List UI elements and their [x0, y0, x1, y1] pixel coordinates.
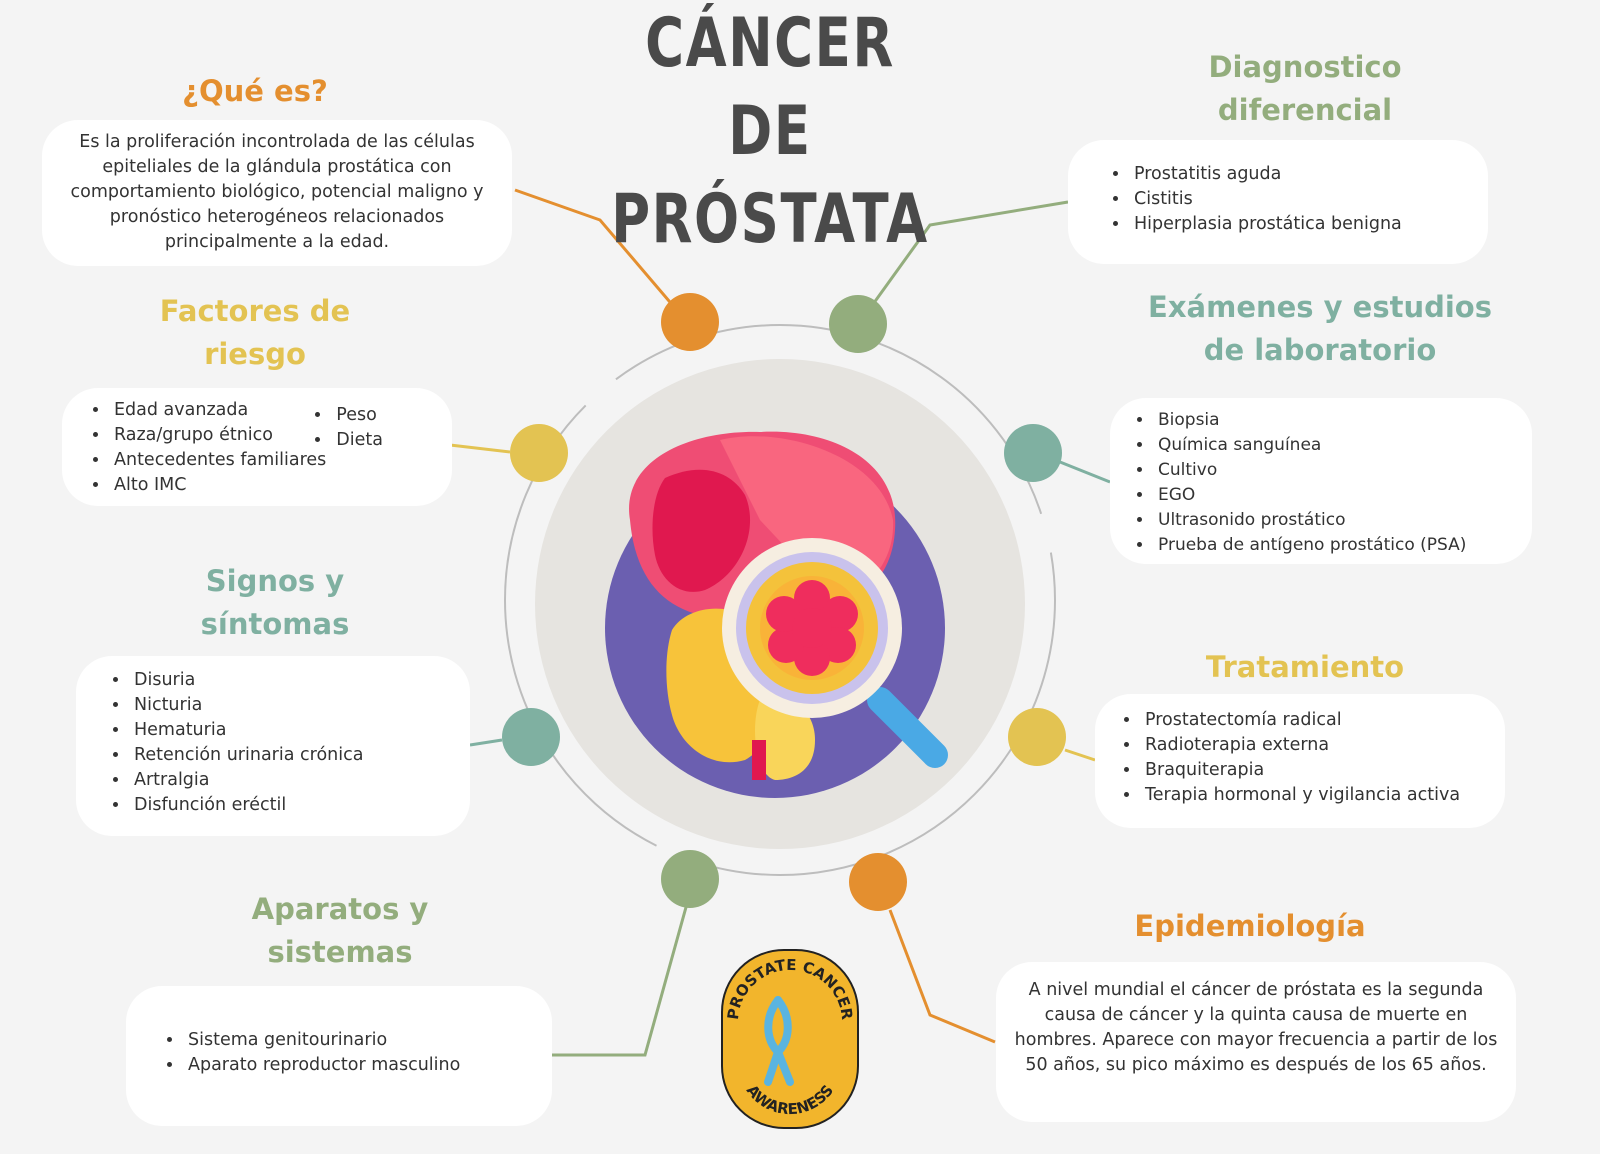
connector-diagnostico — [856, 200, 1069, 326]
list-item: Sistema genitourinario — [184, 1028, 542, 1053]
examenes-title: Exámenes y estudios de laboratorio — [1148, 290, 1492, 367]
diagnostico-title: Diagnostico diferencial — [1208, 50, 1402, 127]
signos-list: Disuria Nicturia Hematuria Retención uri… — [108, 668, 460, 818]
node-tratamiento — [1008, 708, 1066, 766]
list-item: Prostatitis aguda — [1130, 162, 1478, 187]
prostate-illustration-icon — [629, 431, 948, 780]
list-item: Edad avanzada — [110, 398, 326, 423]
list-item: Ultrasonido prostático — [1154, 508, 1524, 533]
main-title: CÁNCER DE PRÓSTATA — [606, 0, 934, 264]
connector-tratamiento — [1064, 748, 1096, 762]
diagnostico-list: Prostatitis aguda Cistitis Hiperplasia p… — [1108, 162, 1478, 237]
aparatos-card: Sistema genitourinario Aparato reproduct… — [126, 986, 552, 1126]
node-que-es — [661, 293, 719, 351]
factores-title: Factores de riesgo — [159, 294, 351, 371]
list-item: Biopsia — [1154, 408, 1524, 433]
list-item: Retención urinaria crónica — [130, 743, 460, 768]
node-diagnostico — [829, 295, 887, 353]
list-item: Prueba de antígeno prostático (PSA) — [1154, 533, 1524, 558]
tratamiento-list: Prostatectomía radical Radioterapia exte… — [1119, 708, 1497, 808]
signos-title: Signos y síntomas — [200, 564, 350, 641]
examenes-list: Biopsia Química sanguínea Cultivo EGO Ul… — [1132, 408, 1524, 558]
signos-card: Disuria Nicturia Hematuria Retención uri… — [76, 656, 470, 836]
node-factores — [510, 424, 568, 482]
list-item: Química sanguínea — [1154, 433, 1524, 458]
list-item: Braquiterapia — [1141, 758, 1497, 783]
list-item: Dieta — [332, 428, 383, 453]
list-item: Raza/grupo étnico — [110, 423, 326, 448]
list-item: EGO — [1154, 483, 1524, 508]
examenes-card: Biopsia Química sanguínea Cultivo EGO Ul… — [1110, 398, 1532, 564]
node-signos — [502, 708, 560, 766]
outer-ring — [504, 324, 1056, 876]
aparatos-title: Aparatos y sistemas — [251, 892, 429, 969]
ribbon-icon — [764, 996, 794, 1086]
factores-list-right: Peso Dieta — [310, 403, 383, 496]
epidemiologia-title: Epidemiología — [1134, 909, 1366, 943]
list-item: Radioterapia externa — [1141, 733, 1497, 758]
title-line-2: DE — [728, 92, 812, 171]
list-item: Prostatectomía radical — [1141, 708, 1497, 733]
node-aparatos — [661, 850, 719, 908]
list-item: Disuria — [130, 668, 460, 693]
list-item: Artralgia — [130, 768, 460, 793]
epidemiologia-text: A nivel mundial el cáncer de próstata es… — [1014, 980, 1498, 1075]
que-es-card: Es la proliferación incontrolada de las … — [42, 120, 512, 266]
node-epidemiologia — [849, 853, 907, 911]
connector-que-es — [514, 188, 677, 309]
diagnostico-card: Prostatitis aguda Cistitis Hiperplasia p… — [1068, 140, 1488, 264]
epidemiologia-card: A nivel mundial el cáncer de próstata es… — [996, 962, 1516, 1122]
aparatos-list: Sistema genitourinario Aparato reproduct… — [162, 1028, 542, 1078]
connector-epidemiologia — [888, 909, 996, 1044]
que-es-title: ¿Qué es? — [182, 74, 328, 108]
node-examenes — [1004, 424, 1062, 482]
list-item: Antecedentes familiares — [110, 448, 326, 473]
connector-factores — [449, 443, 511, 454]
connector-aparatos — [552, 899, 690, 1057]
awareness-badge-icon: PROSTATE CANCER AWARENESS — [721, 949, 859, 1129]
connector-signos — [469, 738, 503, 747]
list-item: Aparato reproductor masculino — [184, 1053, 542, 1078]
list-item: Terapia hormonal y vigilancia activa — [1141, 783, 1497, 808]
list-item: Cultivo — [1154, 458, 1524, 483]
list-item: Hematuria — [130, 718, 460, 743]
factores-list-left: Edad avanzada Raza/grupo étnico Antecede… — [88, 398, 326, 496]
factores-card: Edad avanzada Raza/grupo étnico Antecede… — [62, 388, 452, 506]
list-item: Disfunción eréctil — [130, 793, 460, 818]
que-es-text: Es la proliferación incontrolada de las … — [70, 132, 484, 252]
list-item: Peso — [332, 403, 383, 428]
list-item: Hiperplasia prostática benigna — [1130, 212, 1478, 237]
title-line-1: CÁNCER — [645, 4, 895, 83]
connector-examenes — [1059, 460, 1111, 484]
list-item: Cistitis — [1130, 187, 1478, 212]
list-item: Alto IMC — [110, 473, 326, 498]
tratamiento-title: Tratamiento — [1205, 650, 1405, 684]
list-item: Nicturia — [130, 693, 460, 718]
title-line-3: PRÓSTATA — [611, 180, 929, 259]
tratamiento-card: Prostatectomía radical Radioterapia exte… — [1095, 694, 1505, 828]
